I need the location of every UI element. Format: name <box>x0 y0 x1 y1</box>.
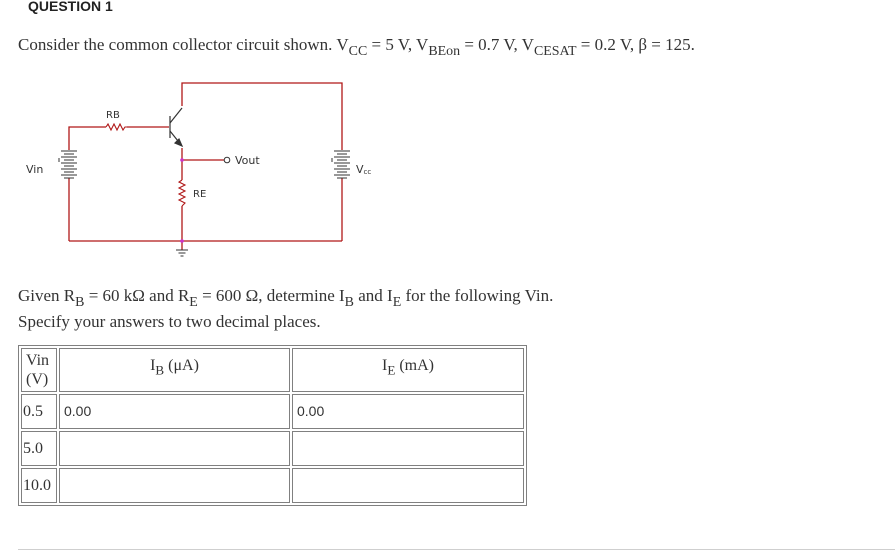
ib-answer-field[interactable]: 0.00 <box>59 394 290 429</box>
problem-statement: Consider the common collector circuit sh… <box>18 35 695 59</box>
circuit-diagram: RB RE Vin Vout Vcc <box>26 82 371 257</box>
header-ie: IE (mA) <box>292 348 524 392</box>
ie-answer-field[interactable] <box>292 468 524 503</box>
header-ib: IB (μA) <box>59 348 290 392</box>
vin-label: Vin <box>26 163 43 176</box>
vin-cell: 0.5 <box>21 394 57 429</box>
ie-answer-field[interactable]: 0.00 <box>292 394 524 429</box>
table-row: 0.5 0.00 0.00 <box>21 394 524 429</box>
vout-label: Vout <box>235 154 260 167</box>
question-title: QUESTION 1 <box>28 0 113 14</box>
rb-label: RB <box>106 110 120 121</box>
ie-answer-field[interactable] <box>292 431 524 466</box>
given-statement: Given RB = 60 kΩ and RE = 600 Ω, determi… <box>18 286 554 310</box>
divider <box>18 549 895 550</box>
vout-terminal <box>223 156 231 164</box>
instruction-text: Specify your answers to two decimal plac… <box>18 312 321 331</box>
table-header-row: Vin(V) IB (μA) IE (mA) <box>21 348 524 392</box>
table-row: 5.0 <box>21 431 524 466</box>
ib-answer-field[interactable] <box>59 468 290 503</box>
npn-transistor-symbol <box>169 107 184 148</box>
header-vin: Vin(V) <box>21 348 57 392</box>
vin-cell: 5.0 <box>21 431 57 466</box>
vcc-label: Vcc <box>356 163 371 176</box>
ground-symbol <box>176 249 188 257</box>
re-resistor <box>177 179 187 207</box>
vin-battery <box>58 150 77 179</box>
re-label: RE <box>193 189 206 200</box>
ib-answer-field[interactable] <box>59 431 290 466</box>
vin-cell: 10.0 <box>21 468 57 503</box>
circuit-nodes <box>180 158 184 243</box>
rb-resistor <box>105 122 127 132</box>
circuit-wires <box>68 82 343 250</box>
answer-table: Vin(V) IB (μA) IE (mA) 0.5 0.00 0.00 5.0… <box>18 345 527 506</box>
vcc-battery <box>331 150 350 179</box>
table-row: 10.0 <box>21 468 524 503</box>
